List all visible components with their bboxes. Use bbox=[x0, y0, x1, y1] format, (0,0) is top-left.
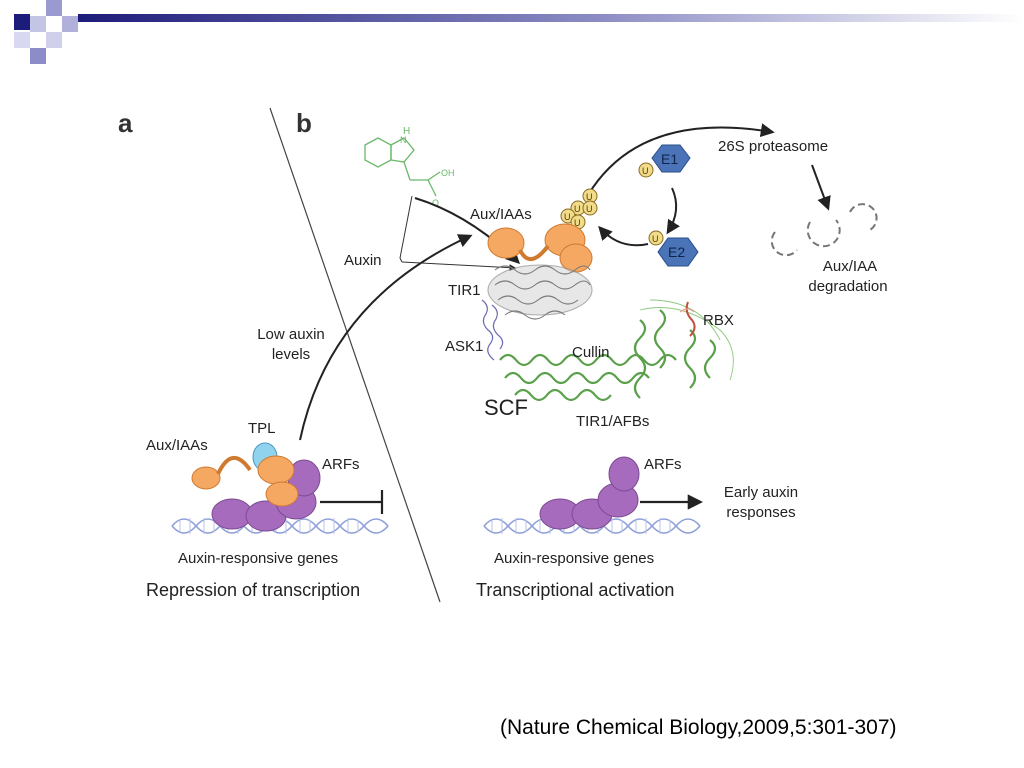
low-auxin-label-line1: Low auxin bbox=[257, 326, 325, 343]
arfs-right bbox=[539, 456, 640, 530]
e1-ubiquitin bbox=[638, 162, 654, 178]
e2-label: E2 bbox=[668, 244, 686, 260]
caption-activation: Transcriptional activation bbox=[476, 580, 675, 600]
ub-label-2: U bbox=[574, 204, 581, 214]
tir1-structure bbox=[487, 264, 593, 320]
auxin-molecule bbox=[364, 137, 441, 197]
caption-repression: Repression of transcription bbox=[146, 580, 361, 600]
early-auxin-label-line2: responses bbox=[726, 504, 796, 521]
ub-label-3: U bbox=[564, 212, 571, 222]
arfs-left bbox=[211, 459, 321, 532]
proteasome-label: 26S proteasome bbox=[718, 138, 829, 155]
e1-ub-label: U bbox=[642, 166, 649, 176]
arfs-left-label: ARFs bbox=[322, 456, 360, 473]
degradation-fragments bbox=[770, 203, 878, 257]
genes-left-label: Auxin-responsive genes bbox=[178, 550, 339, 567]
chem-oh: OH bbox=[441, 168, 455, 178]
chem-o: O bbox=[432, 198, 439, 208]
tpl-label: TPL bbox=[248, 420, 276, 437]
e2-to-ub-arrow bbox=[598, 225, 649, 247]
ubiquitin-chain bbox=[560, 188, 598, 230]
ub-label-4: U bbox=[586, 204, 593, 214]
e2-hexagon bbox=[657, 237, 699, 267]
low-auxin-arrow bbox=[299, 234, 473, 441]
ub-label-5: U bbox=[574, 218, 581, 228]
header-decoration bbox=[14, 0, 1024, 64]
genes-right-label: Auxin-responsive genes bbox=[494, 550, 655, 567]
rbx-label: RBX bbox=[703, 312, 734, 329]
cullin-structure bbox=[499, 309, 717, 402]
auxin-label: Auxin bbox=[344, 252, 382, 269]
aux-iaa-complex-top bbox=[487, 223, 593, 273]
aux-iaa-linker-top bbox=[518, 244, 550, 261]
aux-iaa-linker-left bbox=[216, 456, 252, 475]
tir1-afbs-label: TIR1/AFBs bbox=[576, 413, 650, 430]
citation-text: (Nature Chemical Biology,2009,5:301-307) bbox=[500, 716, 897, 739]
chem-n: N bbox=[400, 135, 407, 145]
aux-iaas-top-label: Aux/IAAs bbox=[470, 206, 532, 223]
panel-divider bbox=[269, 107, 441, 603]
auxin-bracket bbox=[399, 195, 413, 263]
early-auxin-label-line1: Early auxin bbox=[723, 484, 799, 501]
low-auxin-label-line2: levels bbox=[271, 346, 311, 363]
ask1-label: ASK1 bbox=[445, 338, 484, 355]
degradation-label-line2: degradation bbox=[808, 278, 888, 295]
scf-label: SCF bbox=[484, 395, 528, 420]
degradation-label-line1: Aux/IAA bbox=[822, 258, 878, 275]
e1-hexagon bbox=[651, 144, 691, 173]
ask1-structure bbox=[481, 299, 504, 361]
e1-to-e2-arrow bbox=[666, 187, 680, 235]
panel-b-label: b bbox=[296, 108, 312, 138]
e2-ubiquitin bbox=[648, 230, 664, 246]
rbx-structure bbox=[685, 301, 696, 337]
proteasome-to-degradation-arrow bbox=[811, 164, 831, 211]
to-proteasome-arrow bbox=[587, 123, 775, 196]
panel-a-label: a bbox=[118, 108, 133, 138]
tir1-label: TIR1 bbox=[448, 282, 481, 299]
aux-iaas-left bbox=[191, 455, 299, 507]
aux-iaas-left-label: Aux/IAAs bbox=[146, 437, 208, 454]
chem-h: H bbox=[403, 126, 410, 137]
cullin-label: Cullin bbox=[572, 344, 610, 361]
e2-ub-label: U bbox=[652, 234, 659, 244]
ub-label-1: U bbox=[586, 192, 593, 202]
arfs-right-label: ARFs bbox=[644, 456, 682, 473]
e1-label: E1 bbox=[661, 151, 679, 167]
